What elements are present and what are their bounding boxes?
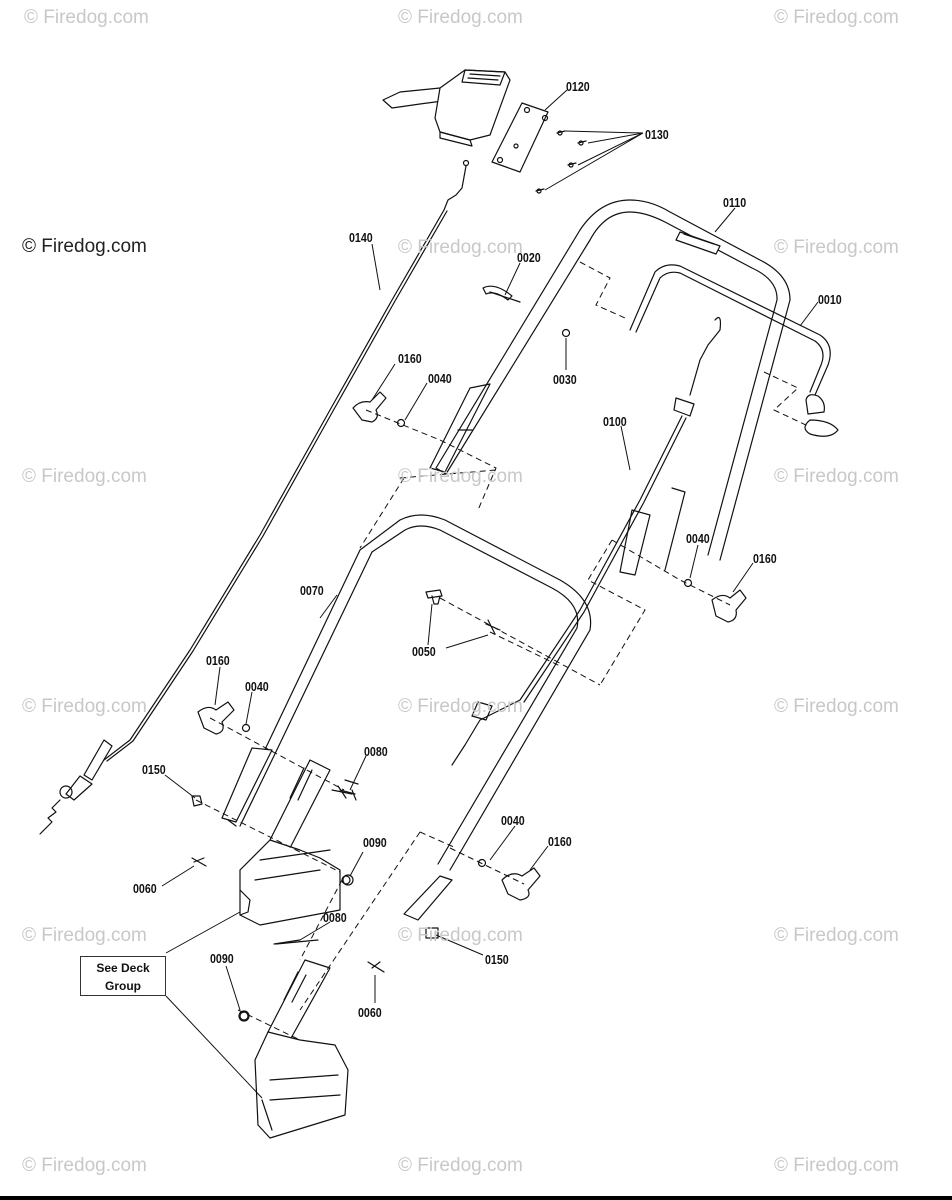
watermark-text: © Firedog.com: [774, 7, 899, 28]
watermark-text: © Firedog.com: [774, 925, 899, 946]
watermark-text: © Firedog.com: [774, 696, 899, 717]
watermark-text: © Firedog.com: [398, 7, 523, 28]
pivot-bracket-bottom: [238, 939, 349, 1139]
see-deck-group-box: See Deck Group: [80, 956, 166, 996]
part-label-0010: 0010: [818, 292, 842, 307]
pivot-bracket-top: [239, 759, 359, 926]
cover-plate: [491, 102, 549, 173]
part-label-0090: 0090: [363, 835, 387, 850]
part-label-0060: 0060: [133, 881, 157, 896]
control-housing: [382, 69, 511, 147]
bail-cable: [451, 317, 722, 766]
part-label-0020: 0020: [517, 250, 541, 265]
watermark-text: © Firedog.com: [398, 696, 523, 717]
part-label-0160: 0160: [548, 834, 572, 849]
part-label-0080: 0080: [323, 910, 347, 925]
part-label-0160: 0160: [753, 551, 777, 566]
part-label-0070: 0070: [300, 583, 324, 598]
watermark-main: © Firedog.com: [22, 236, 147, 257]
part-label-0110: 0110: [723, 195, 747, 210]
part-label-0150: 0150: [142, 762, 166, 777]
watermark-text: © Firedog.com: [22, 1155, 147, 1176]
part-label-0090: 0090: [210, 951, 234, 966]
bolts: [425, 589, 501, 635]
part-label-0130: 0130: [645, 127, 669, 142]
lower-handle: [221, 514, 592, 921]
watermark-text: © Firedog.com: [774, 237, 899, 258]
bottom-border: [0, 1196, 952, 1200]
part-label-0030: 0030: [553, 372, 577, 387]
watermark-text: © Firedog.com: [398, 925, 523, 946]
watermark-text: © Firedog.com: [22, 925, 147, 946]
part-label-0140: 0140: [349, 230, 373, 245]
part-label-0040: 0040: [686, 531, 710, 546]
see-deck-group-line1: See Deck: [96, 961, 150, 975]
screws: [535, 130, 587, 194]
watermark-text: © Firedog.com: [774, 1155, 899, 1176]
knob-lower-left: [197, 701, 235, 735]
bail-lever: [629, 264, 839, 437]
part-label-0040: 0040: [428, 371, 452, 386]
watermark-text: © Firedog.com: [22, 466, 147, 487]
part-label-0040: 0040: [245, 679, 269, 694]
part-label-0120: 0120: [566, 79, 590, 94]
part-label-0160: 0160: [206, 653, 230, 668]
knob-right: [711, 589, 747, 623]
watermark-text: © Firedog.com: [398, 1155, 523, 1176]
watermark-text: © Firedog.com: [24, 7, 149, 28]
part-label-0160: 0160: [398, 351, 422, 366]
knob-upper-left: [352, 391, 387, 423]
watermark-text: © Firedog.com: [774, 466, 899, 487]
part-label-0050: 0050: [412, 644, 436, 659]
watermark-text: © Firedog.com: [398, 237, 523, 258]
part-label-0100: 0100: [603, 414, 627, 429]
part-label-0080: 0080: [364, 744, 388, 759]
part-label-0040: 0040: [501, 813, 525, 828]
knob-lower-right: [501, 867, 541, 901]
control-cable: [39, 159, 470, 835]
watermark-text: © Firedog.com: [22, 696, 147, 717]
upper-handle: [435, 199, 791, 576]
see-deck-group-line2: Group: [105, 979, 141, 993]
part-label-0060: 0060: [358, 1005, 382, 1020]
part-label-0150: 0150: [485, 952, 509, 967]
watermark-text: © Firedog.com: [398, 466, 523, 487]
